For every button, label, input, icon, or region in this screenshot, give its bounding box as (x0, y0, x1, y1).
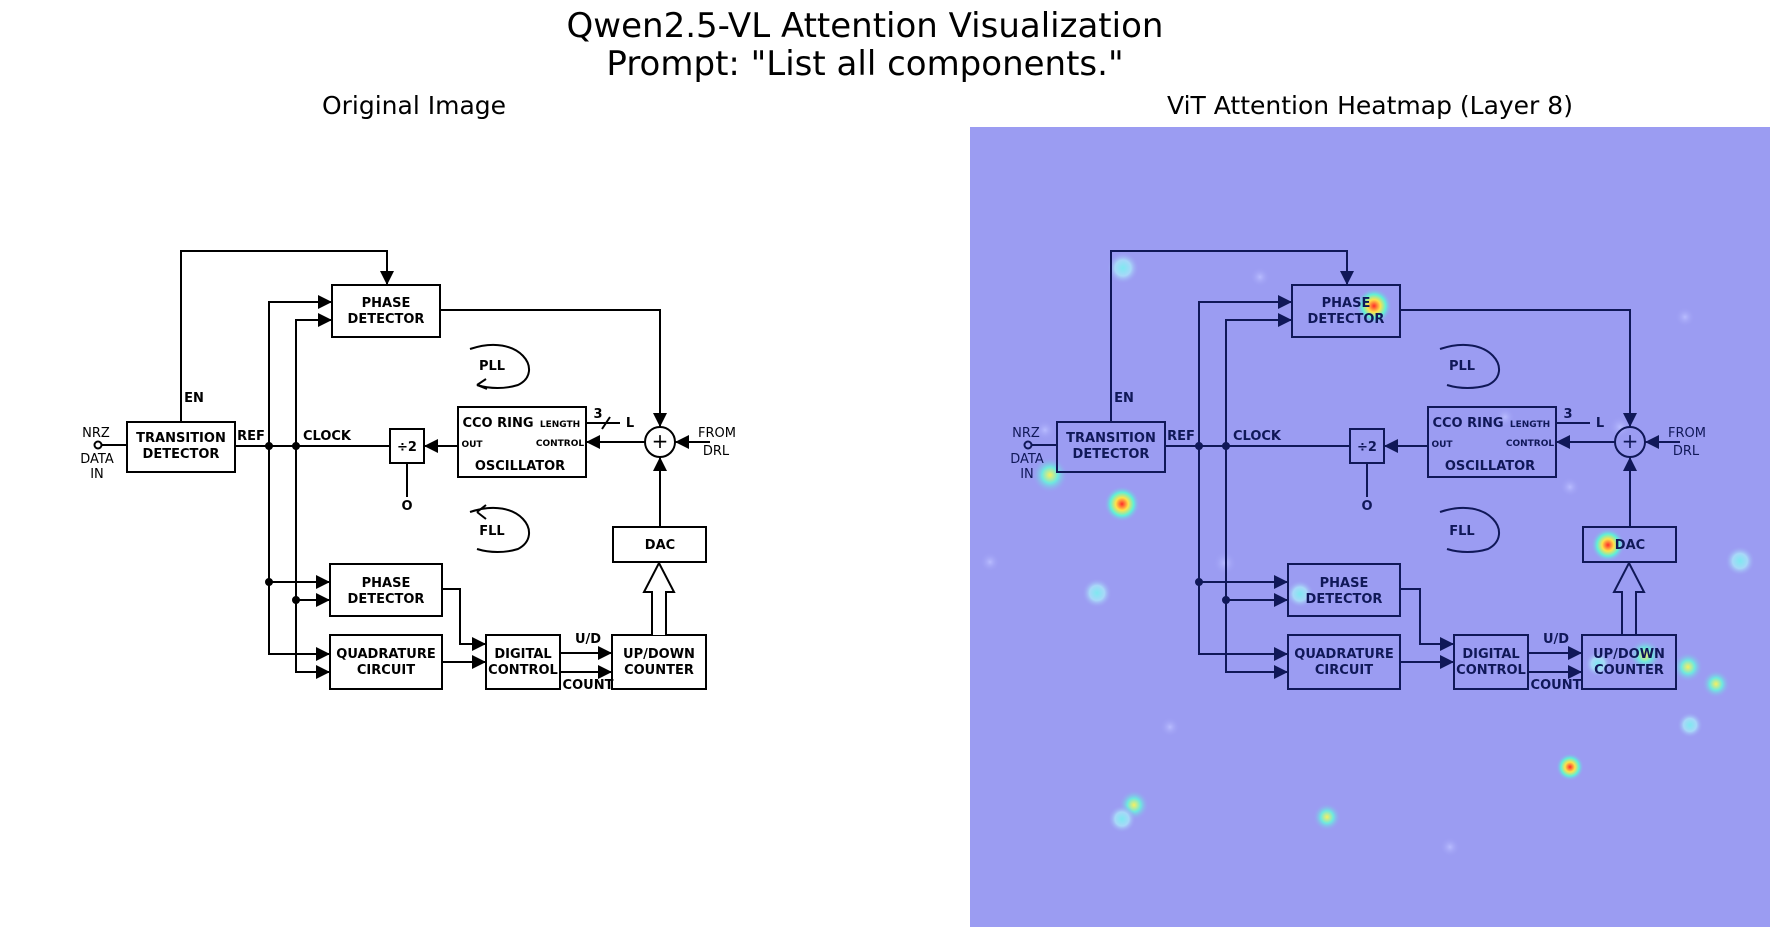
phase-detector-bottom-line2: DETECTOR (348, 592, 425, 607)
ref-label: REF (237, 429, 265, 444)
hm-quadrature-line1: QUADRATURE (1294, 647, 1393, 662)
digital-control-line2: CONTROL (488, 663, 558, 678)
hm-cco-out: OUT (1431, 440, 1453, 450)
left-panel-title: Original Image (321, 91, 507, 120)
hm-phase-detector-top-line1: PHASE (1322, 296, 1371, 311)
three-label: 3 (593, 407, 602, 422)
sum-symbol: + (652, 429, 669, 453)
hm-ref-label: REF (1167, 429, 1195, 444)
hm-clock-label: CLOCK (1233, 429, 1282, 444)
phase-detector-top-box (331, 284, 441, 338)
figure-title-line2: Prompt: "List all components." (606, 44, 1124, 84)
right-panel-title: ViT Attention Heatmap (Layer 8) (1167, 91, 1573, 120)
hm-three-label: 3 (1563, 407, 1572, 422)
hm-in-label: IN (1020, 467, 1034, 482)
hm-phase-detector-bottom-line2: DETECTOR (1306, 592, 1383, 607)
figure-title-line1: Qwen2.5-VL Attention Visualization (566, 6, 1164, 46)
transition-detector-box (126, 421, 236, 473)
hm-sum-symbol: + (1622, 429, 1639, 453)
updown-line1: UP/DOWN (623, 647, 695, 662)
cco-title: CCO RING (462, 416, 533, 431)
cco-out: OUT (461, 440, 483, 450)
diagram-labels: PHASE DETECTOR TRANSITION DETECTOR ÷2 CC… (80, 296, 736, 693)
quadrature-line2: CIRCUIT (357, 663, 415, 678)
hm-transition-detector-line2: DETECTOR (1073, 447, 1150, 462)
original-image-panel: PHASE DETECTOR TRANSITION DETECTOR ÷2 CC… (40, 127, 840, 927)
hm-updown-line2: COUNTER (1594, 663, 1664, 678)
heatmap-diagram-content (1023, 250, 1680, 690)
dac-label: DAC (645, 538, 675, 553)
phase-detector-bottom-line1: PHASE (362, 576, 411, 591)
hm-transition-detector-line1: TRANSITION (1066, 431, 1156, 446)
updown-box (611, 634, 707, 690)
hm-cco-control: CONTROL (1506, 439, 1555, 449)
digital-control-line1: DIGITAL (494, 647, 551, 662)
heatmap-panel: PHASE DETECTOR TRANSITION DETECTOR ÷2 CC… (970, 127, 1770, 927)
phase-detector-bottom-box (329, 563, 443, 617)
hm-from-label: FROM (1668, 426, 1706, 441)
hm-quadrature-line2: CIRCUIT (1315, 663, 1373, 678)
o-label: O (401, 499, 412, 514)
heatmap-overlay: PHASE DETECTOR TRANSITION DETECTOR ÷2 CC… (980, 250, 1755, 857)
clock-label: CLOCK (303, 429, 352, 444)
hm-o-label: O (1361, 499, 1372, 514)
hm-phase-detector-top-line2: DETECTOR (1308, 312, 1385, 327)
count-label: COUNT (563, 678, 614, 693)
circuit-diagram: PHASE DETECTOR TRANSITION DETECTOR ÷2 CC… (80, 250, 736, 693)
hm-l-label: L (1596, 416, 1604, 431)
data-label: DATA (80, 452, 114, 467)
en-label: EN (184, 391, 204, 406)
attention-hotspots (980, 252, 1755, 857)
drl-label: DRL (703, 444, 730, 459)
hm-drl-label: DRL (1673, 444, 1700, 459)
hm-fll-label: FLL (1449, 524, 1474, 539)
hm-data-label: DATA (1010, 452, 1044, 467)
nrz-label: NRZ (82, 426, 110, 441)
from-label: FROM (698, 426, 736, 441)
hm-dac-label: DAC (1615, 538, 1645, 553)
hm-digital-control-line1: DIGITAL (1462, 647, 1519, 662)
quadrature-line1: QUADRATURE (336, 647, 435, 662)
heatmap-diagram-labels: PHASE DETECTOR TRANSITION DETECTOR ÷2 CC… (1010, 296, 1706, 693)
hm-nrz-label: NRZ (1012, 426, 1040, 441)
updown-line2: COUNTER (624, 663, 694, 678)
pll-label: PLL (479, 359, 505, 374)
digital-control-box (485, 634, 561, 690)
divider-label: ÷2 (397, 440, 417, 455)
quadrature-box (329, 634, 443, 690)
cco-length: LENGTH (540, 420, 580, 430)
hm-cco-oscillator: OSCILLATOR (1445, 459, 1535, 474)
hm-en-label: EN (1114, 391, 1134, 406)
transition-detector-line2: DETECTOR (143, 447, 220, 462)
transition-detector-line1: TRANSITION (136, 431, 226, 446)
fll-label: FLL (479, 524, 504, 539)
hm-divider-label: ÷2 (1357, 440, 1377, 455)
hm-updown-line1: UP/DOWN (1593, 647, 1665, 662)
hm-ud-label: U/D (1543, 632, 1569, 647)
l-label: L (626, 416, 634, 431)
hm-phase-detector-bottom-line1: PHASE (1320, 576, 1369, 591)
hm-cco-length: LENGTH (1510, 420, 1550, 430)
hm-cco-title: CCO RING (1432, 416, 1503, 431)
ud-label: U/D (575, 632, 601, 647)
cco-control: CONTROL (536, 439, 585, 449)
hm-digital-control-line2: CONTROL (1456, 663, 1526, 678)
phase-detector-top-line2: DETECTOR (348, 312, 425, 327)
diagram-content (93, 250, 710, 690)
phase-detector-top-line1: PHASE (362, 296, 411, 311)
cco-oscillator: OSCILLATOR (475, 459, 565, 474)
hm-count-label: COUNT (1531, 678, 1582, 693)
in-label: IN (90, 467, 104, 482)
hm-pll-label: PLL (1449, 359, 1475, 374)
